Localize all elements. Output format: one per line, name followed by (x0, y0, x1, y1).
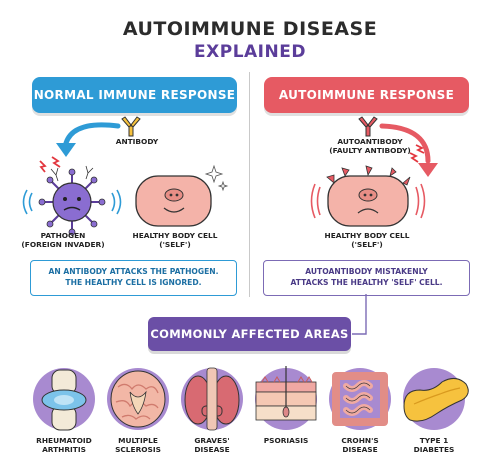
panel-divider (249, 72, 250, 297)
page-subtitle: EXPLAINED (194, 42, 306, 62)
antibody-label: ANTIBODY (115, 137, 159, 146)
knee-joint-icon (33, 368, 95, 431)
healthy-cell-icon (135, 164, 229, 227)
area-label-psoriasis: PSORIASIS (263, 436, 309, 445)
attacked-cell-icon (310, 165, 426, 227)
healthy-cell-label-left: HEALTHY BODY CELL ('SELF') (132, 231, 218, 250)
pathogen-icon (22, 165, 122, 236)
normal-response-note: AN ANTIBODY ATTACKS THE PATHOGEN. THE HE… (30, 260, 237, 296)
area-label-multiple-sclerosis: MULTIPLE SCLEROSIS (115, 436, 161, 455)
autoantibody-label: AUTOANTIBODY (FAULTY ANTIBODY) (329, 137, 411, 156)
commonly-affected-areas-header: COMMONLY AFFECTED AREAS (148, 317, 351, 351)
skin-icon (255, 366, 317, 430)
page-title: AUTOIMMUNE DISEASE (122, 18, 378, 40)
area-label-graves-disease: GRAVES' DISEASE (194, 436, 230, 455)
arrow-head-icon (418, 163, 438, 177)
autoimmune-response-header: AUTOIMMUNE RESPONSE (264, 77, 469, 113)
attack-arrow-icon (379, 123, 431, 164)
affected-areas-icons (33, 366, 469, 431)
autoimmune-response-illustration (310, 116, 438, 227)
brain-icon (107, 368, 169, 430)
area-label-rheumatoid-arthritis: RHEUMATOID ARTHRITIS (36, 436, 92, 455)
autoimmune-response-note: AUTOANTIBODY MISTAKENLY ATTACKS THE HEAL… (263, 260, 470, 296)
connector-line (352, 294, 367, 335)
attack-arrow-icon (63, 122, 121, 146)
thyroid-icon (181, 367, 243, 431)
antibody-icon (121, 116, 141, 137)
arrow-head-icon (56, 143, 76, 157)
normal-response-header: NORMAL IMMUNE RESPONSE (32, 77, 237, 113)
healthy-cell-label-right: HEALTHY BODY CELL ('SELF') (324, 231, 410, 250)
area-label-crohns-disease: CROHN'S DISEASE (341, 436, 379, 455)
pathogen-label: PATHOGEN (FOREIGN INVADER) (21, 231, 105, 250)
intestine-icon (329, 368, 391, 430)
autoantibody-icon (358, 116, 378, 137)
pancreas-icon (403, 368, 469, 430)
area-label-type-1-diabetes: TYPE 1 DIABETES (413, 436, 455, 455)
normal-response-illustration (22, 116, 229, 236)
